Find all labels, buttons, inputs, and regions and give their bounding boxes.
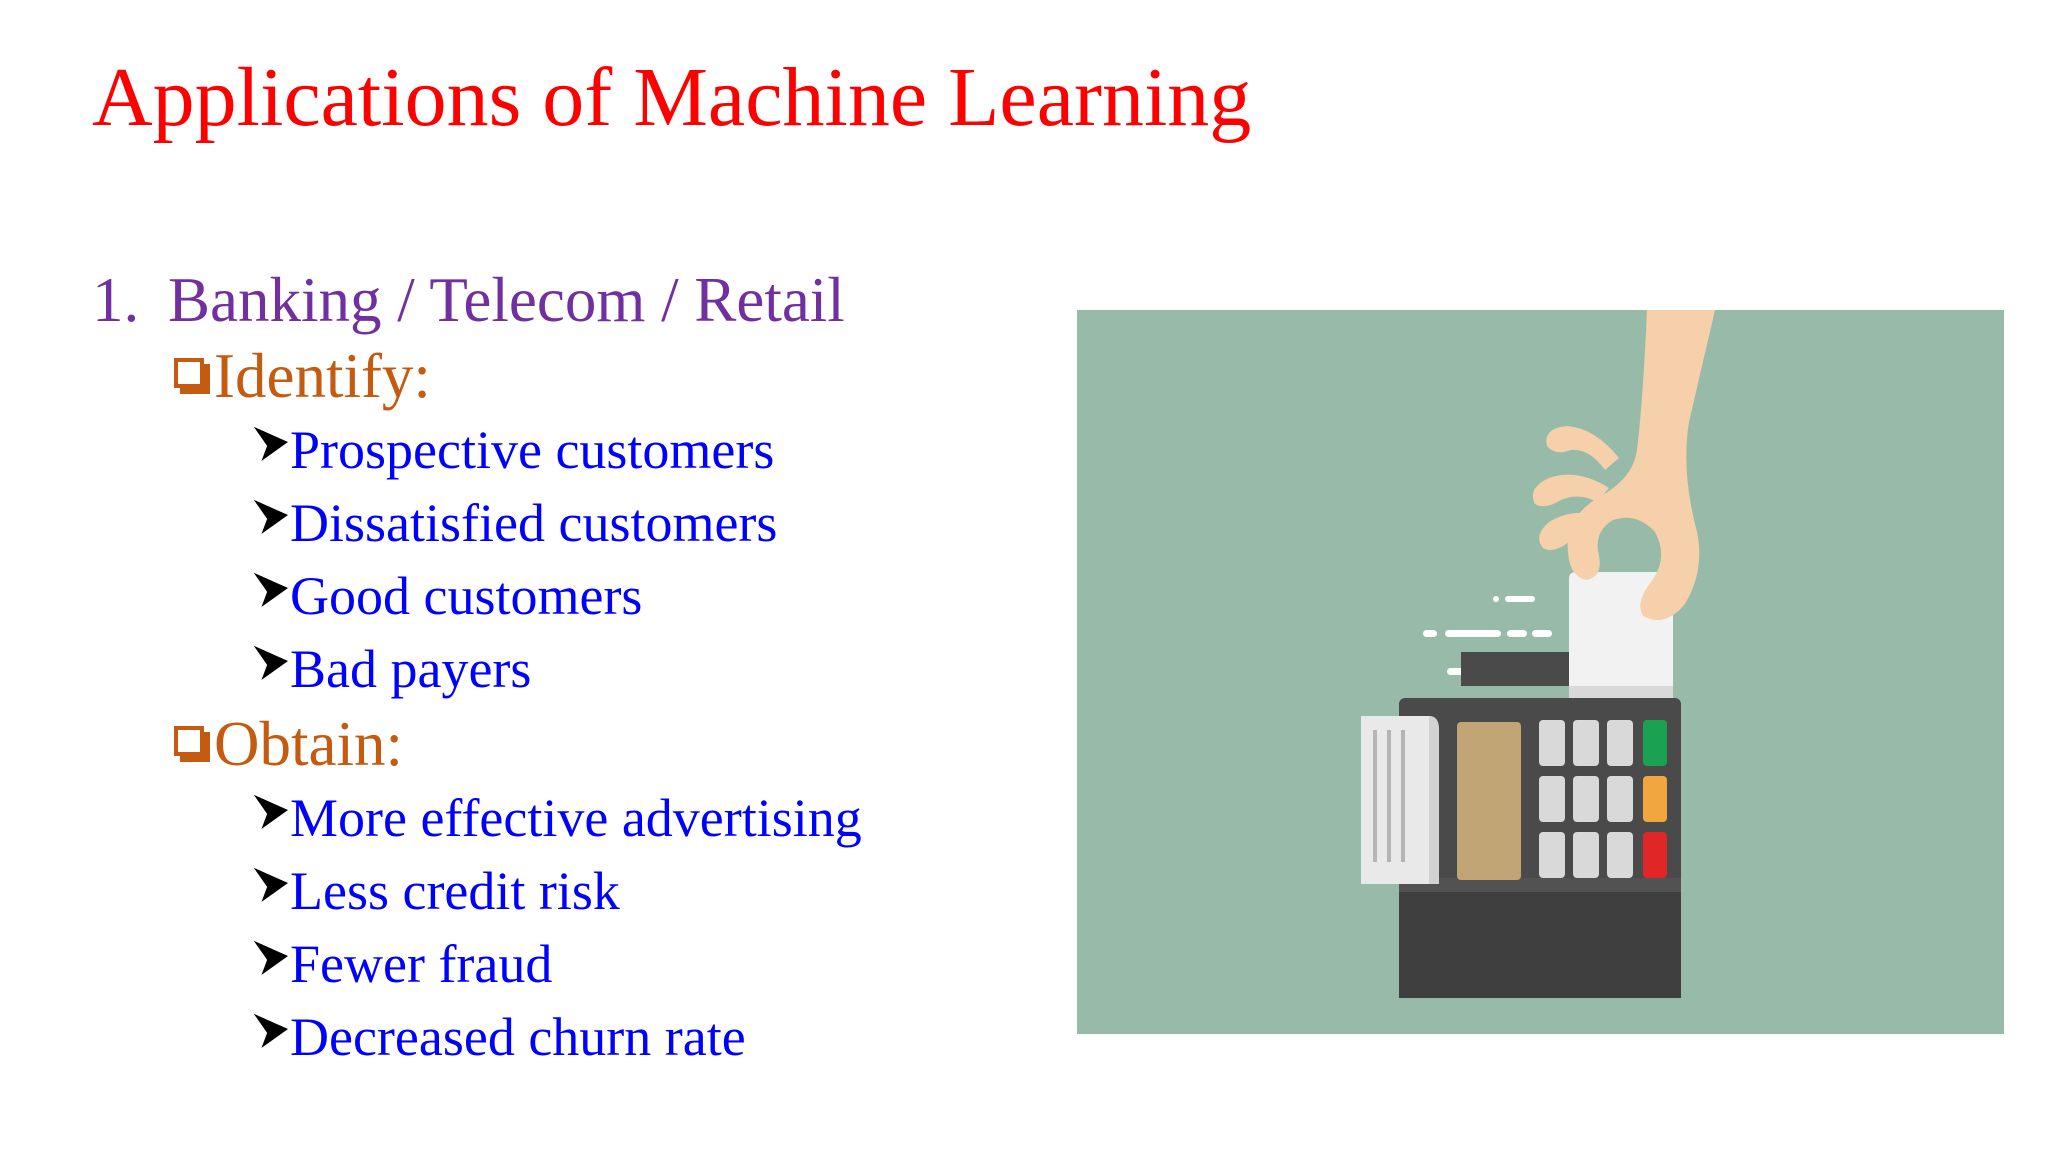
card-payment-terminal-illustration	[1077, 310, 2004, 1034]
list-item-text: Prospective customers	[290, 420, 775, 480]
arrow-bullet-icon	[250, 643, 290, 683]
arrow-bullet-icon	[250, 865, 290, 905]
arrow-bullet-icon	[250, 570, 290, 610]
list-item: Bad payers	[250, 633, 862, 706]
slide-title: Applications of Machine Learning	[92, 51, 1252, 144]
box-bullet-icon	[172, 358, 214, 398]
list-item-text: Decreased churn rate	[290, 1007, 746, 1067]
section-number: 1.	[92, 265, 140, 335]
arrow-bullet-icon	[250, 1011, 290, 1051]
arrow-bullet-icon	[250, 792, 290, 832]
box-bullet-icon	[172, 726, 214, 766]
arrow-bullet-icon	[250, 424, 290, 464]
list-item: Fewer fraud	[250, 928, 862, 1001]
list-item-text: Bad payers	[290, 639, 532, 699]
list-item: More effective advertising	[250, 782, 862, 855]
group-label: Identify:	[214, 341, 431, 411]
hand-icon	[1532, 310, 1715, 620]
keypad	[1539, 720, 1667, 878]
section-heading-text: Banking / Telecom / Retail	[168, 265, 845, 335]
illustration-svg	[1077, 310, 2004, 1034]
group-obtain: Obtain:	[172, 706, 862, 782]
list-item: Prospective customers	[250, 414, 862, 487]
list-item: Decreased churn rate	[250, 1001, 862, 1074]
section-heading: 1. Banking / Telecom / Retail	[92, 262, 862, 338]
list-item: Dissatisfied customers	[250, 487, 862, 560]
receipt-icon	[1361, 716, 1439, 884]
list-item-text: Dissatisfied customers	[290, 493, 778, 553]
arrow-bullet-icon	[250, 938, 290, 978]
group-label: Obtain:	[214, 709, 403, 779]
terminal-screen	[1457, 722, 1521, 880]
list-item-text: More effective advertising	[290, 788, 862, 848]
group-identify: Identify:	[172, 338, 862, 414]
list-item-text: Fewer fraud	[290, 934, 553, 994]
bullet-outline: 1. Banking / Telecom / Retail Identify: …	[92, 262, 862, 1074]
list-item: Less credit risk	[250, 855, 862, 928]
list-item-text: Less credit risk	[290, 861, 620, 921]
list-item: Good customers	[250, 560, 862, 633]
arrow-bullet-icon	[250, 497, 290, 537]
list-item-text: Good customers	[290, 566, 643, 626]
